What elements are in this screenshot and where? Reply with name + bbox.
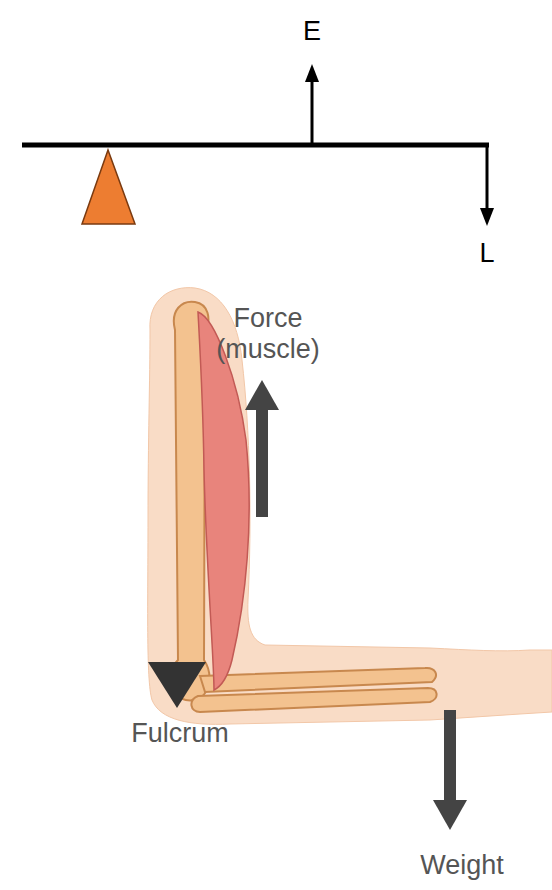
weight-arrow: [444, 710, 456, 805]
part-label: L: [479, 238, 494, 269]
part-label: Force (muscle): [203, 303, 333, 365]
effort-arrowhead: [305, 64, 319, 82]
load-arrow: [486, 145, 489, 210]
part-label: Weight: [420, 850, 504, 881]
part-label: Fulcrum: [131, 718, 229, 749]
lever-bar: [22, 143, 489, 148]
arm-illustration: [148, 288, 552, 830]
arm-skin: [148, 288, 552, 725]
effort-arrow: [311, 80, 314, 145]
biceps-muscle: [198, 312, 249, 690]
lever-schematic: [22, 64, 494, 226]
force-arrowhead: [245, 380, 279, 410]
weight-arrowhead: [433, 800, 467, 830]
part-label: E: [303, 16, 321, 47]
ulna-bone: [191, 688, 436, 712]
load-arrowhead: [480, 208, 494, 226]
force-arrow: [256, 405, 268, 517]
fulcrum-symbol: [148, 662, 206, 708]
fulcrum-triangle: [82, 150, 135, 224]
